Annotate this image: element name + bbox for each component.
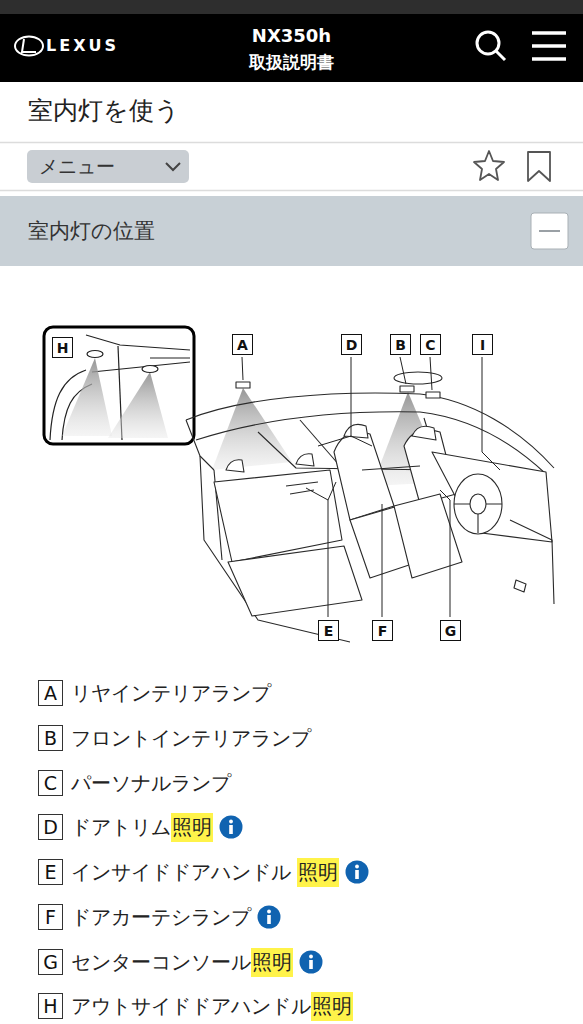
callout-letter: C <box>420 334 441 355</box>
status-strip <box>0 0 583 14</box>
callout-letter: F <box>372 620 393 641</box>
lamp-name: リヤインテリアランプ <box>71 680 271 707</box>
list-letter-box: C <box>38 770 63 796</box>
brand-logo-text: LEXUS <box>46 36 119 55</box>
lamp-name: パーソナルランプ <box>71 770 231 797</box>
list-letter-box: G <box>38 949 63 975</box>
list-letter-box: A <box>38 680 63 706</box>
header-bar: LEXUSNX350h 取扱説明書 <box>0 14 583 82</box>
callout-letter: A <box>232 334 253 355</box>
callout-letter-text: B <box>395 338 406 352</box>
section-band: 室内灯の位置 <box>0 196 583 266</box>
menu-dropdown: メニュー <box>27 150 189 183</box>
car-interior-illustration <box>186 372 554 642</box>
callout-letter: E <box>318 620 339 641</box>
highlighted-term: 照明 <box>251 948 293 977</box>
list-row: パーソナルランプ <box>71 767 231 799</box>
lamp-name: ドアカーテシランプ <box>71 904 251 931</box>
callout-letter-text: F <box>378 624 388 638</box>
inset-illustration <box>44 327 194 444</box>
divider-line <box>0 190 583 192</box>
callout-letter-text: F <box>45 908 56 927</box>
info-icon <box>219 815 243 839</box>
box-text: メニュー <box>39 154 115 180</box>
callout-letter-text: A <box>237 338 248 352</box>
list-row: フロントインテリアランプ <box>71 722 311 754</box>
highlighted-term: 照明 <box>171 813 213 842</box>
info-icon <box>299 950 323 974</box>
highlighted-term: 照明 <box>297 858 339 887</box>
callout-letter: I <box>472 334 493 355</box>
callout-letter: D <box>341 334 362 355</box>
favorite-star <box>474 151 504 180</box>
list-letter-box: E <box>38 859 63 885</box>
list-letter-box: D <box>38 814 63 840</box>
callout-letter-text: A <box>44 684 57 703</box>
callout-letter-text: D <box>43 818 58 837</box>
callout-letter-text: H <box>57 341 69 355</box>
callout-letter-text: G <box>445 624 457 638</box>
bookmark-icon <box>528 152 550 181</box>
lamp-name: ドアトリム <box>71 814 171 841</box>
highlighted-term: 照明 <box>311 992 353 1021</box>
leader-lines <box>242 357 500 617</box>
lamp-name: センターコンソール <box>71 949 251 976</box>
manual-name: 取扱説明書 <box>0 51 583 74</box>
lamp-name: アウトサイドドアハンドル <box>71 993 311 1020</box>
list-row: リヤインテリアランプ <box>71 677 271 709</box>
lamp-name: インサイドドアハンドル <box>71 859 291 886</box>
lamp-name: フロントインテリアランプ <box>71 725 311 752</box>
callout-letter: H <box>52 337 73 358</box>
list-row: インサイドドアハンドル照明 <box>71 856 369 888</box>
callout-letter-text: E <box>44 863 56 882</box>
list-letter-box: B <box>38 725 63 751</box>
page-title: 室内灯を使う <box>28 94 180 127</box>
callout-letter-text: C <box>44 774 57 793</box>
info-icon <box>345 860 369 884</box>
callout-letter: B <box>390 334 411 355</box>
callout-letter-text: G <box>43 953 58 972</box>
list-row: ドアトリム照明 <box>71 811 243 843</box>
list-row: アウトサイドドアハンドル照明 <box>71 990 353 1022</box>
divider-line <box>0 142 583 144</box>
callout-letter-text: I <box>480 338 485 352</box>
callout-letter-text: H <box>43 997 57 1016</box>
callout-letter-text: B <box>44 729 57 748</box>
list-letter-box: H <box>38 993 63 1019</box>
callout-letter-text: C <box>425 338 435 352</box>
callout-letter: G <box>440 620 461 641</box>
list-row: センターコンソール照明 <box>71 946 323 978</box>
info-icon <box>257 905 281 929</box>
callout-letter-text: E <box>324 624 334 638</box>
list-letter-box: F <box>38 904 63 930</box>
model-name: NX350h <box>0 25 583 46</box>
box-text: 室内灯の位置 <box>28 217 155 245</box>
list-row: ドアカーテシランプ <box>71 901 281 933</box>
callout-letter-text: D <box>346 338 358 352</box>
